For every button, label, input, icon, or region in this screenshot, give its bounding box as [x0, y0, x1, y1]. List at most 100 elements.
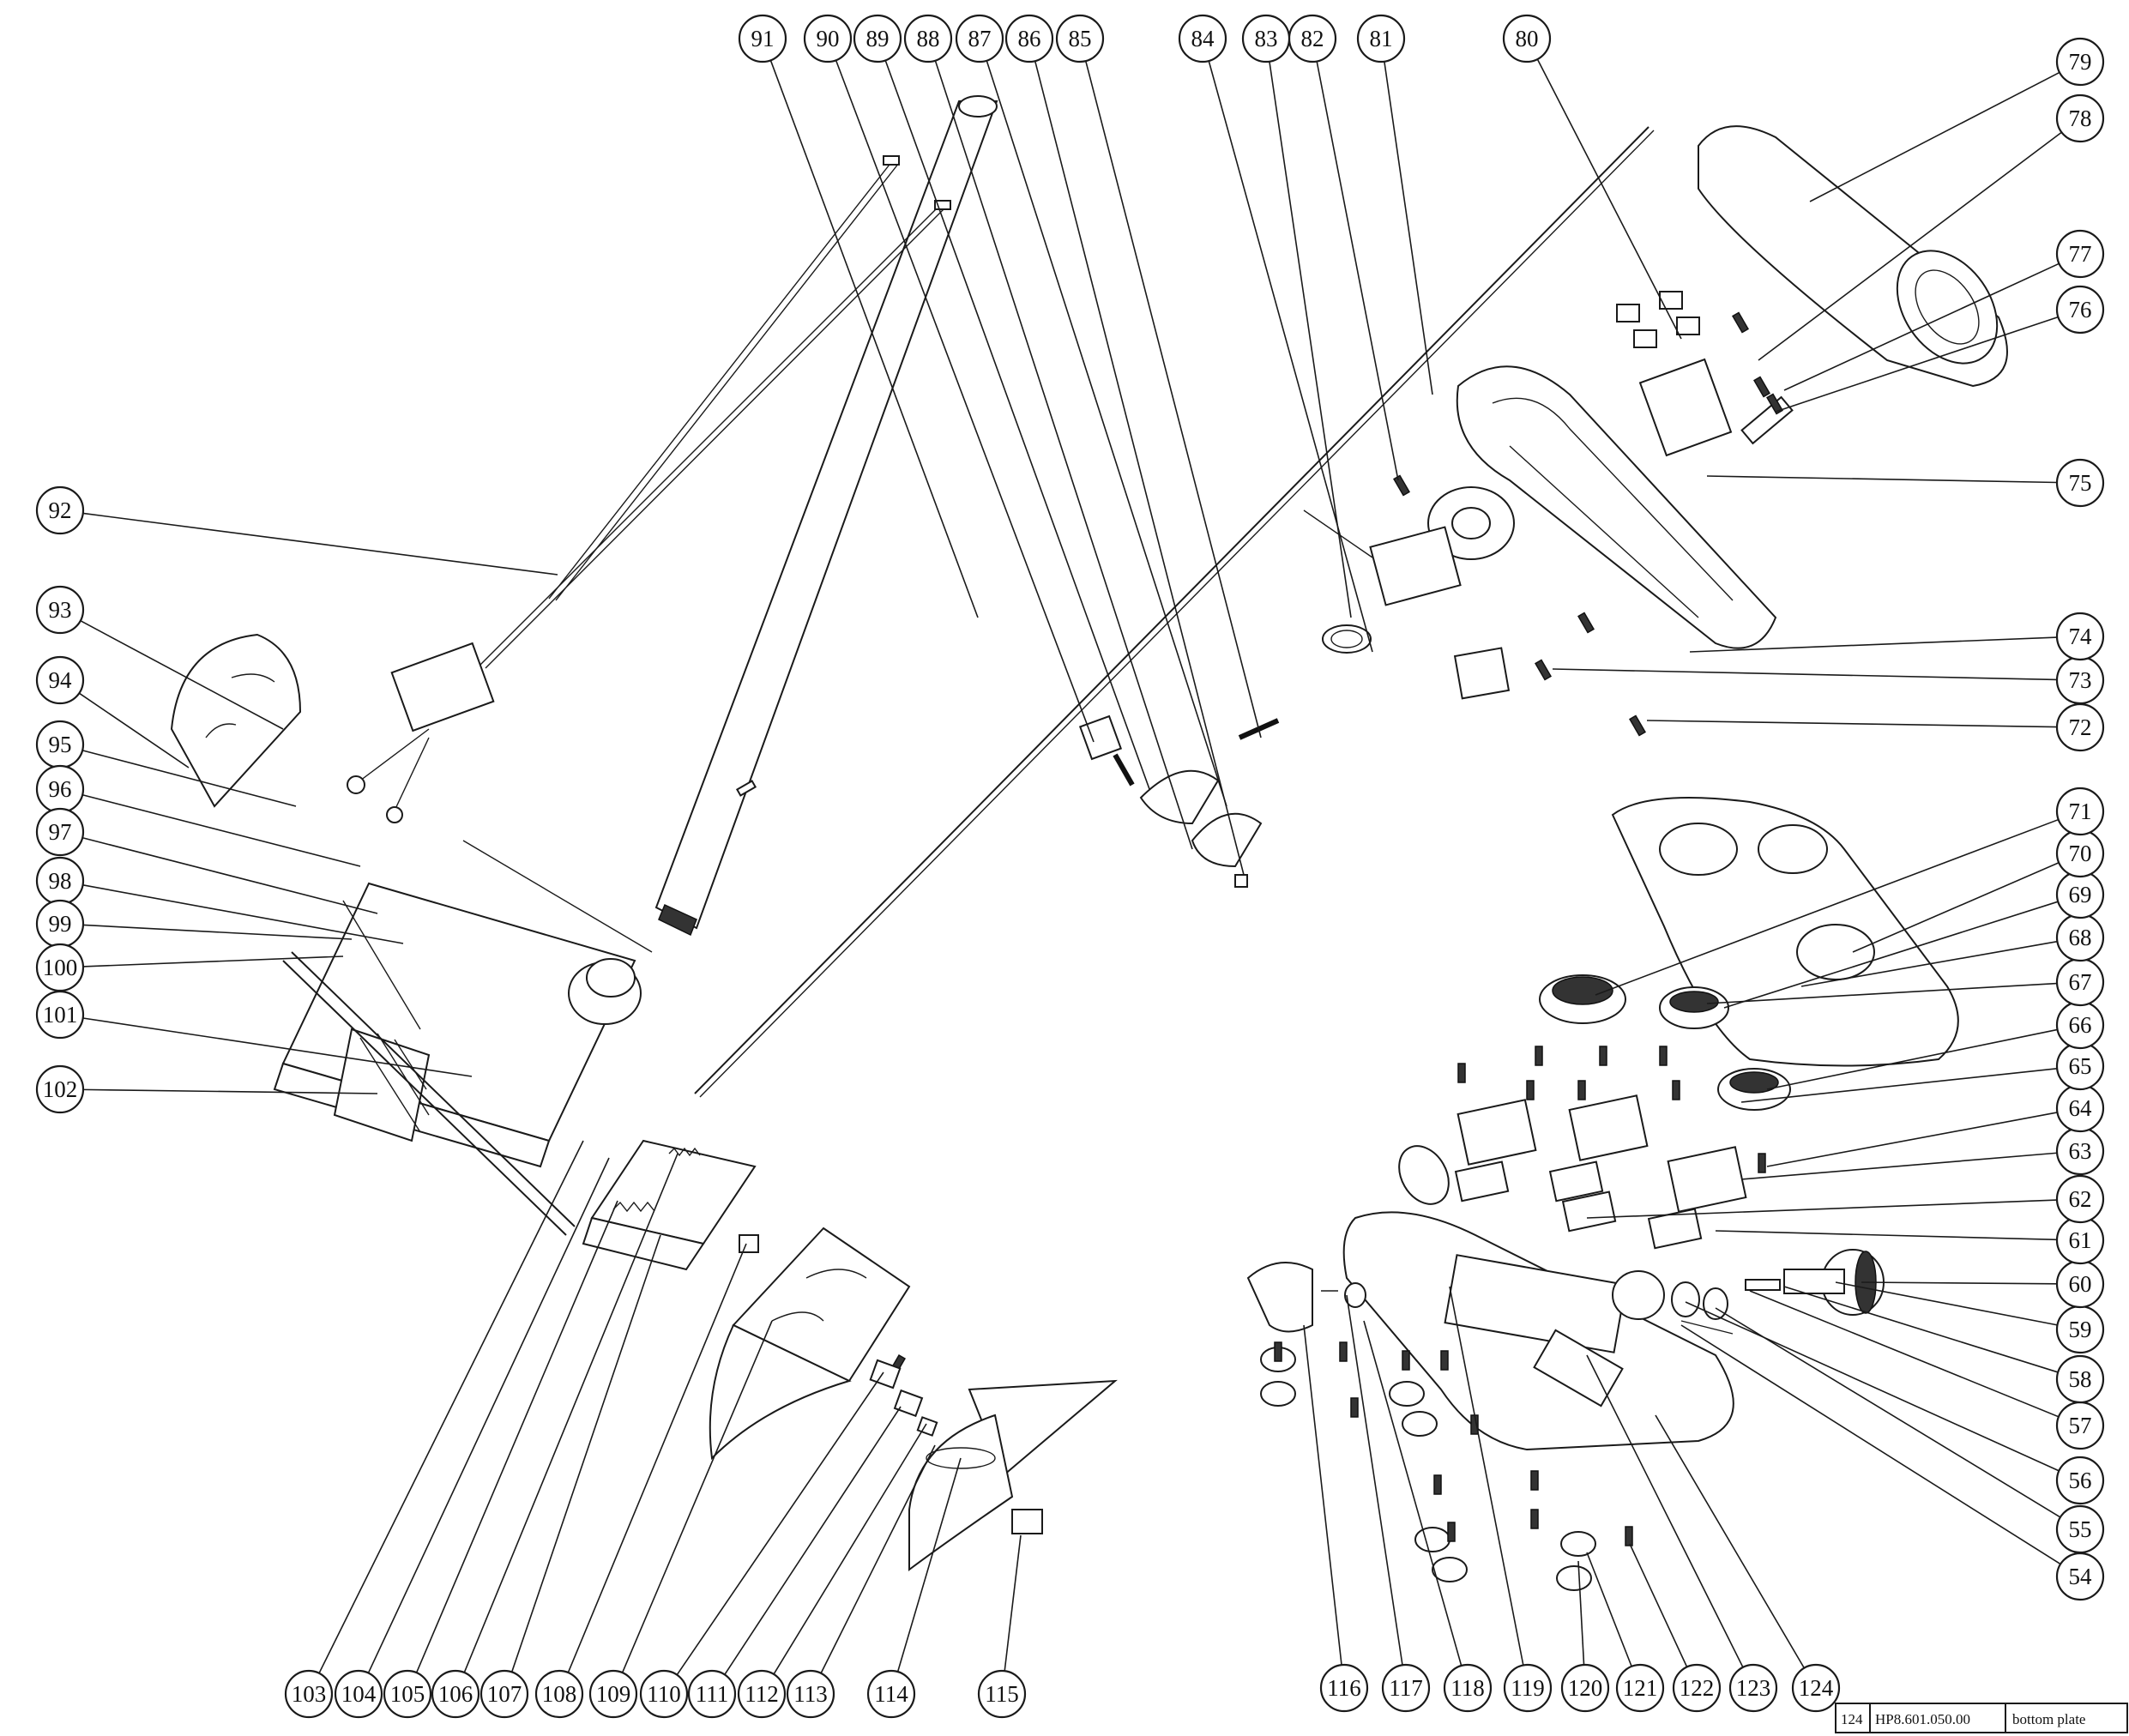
callout-circle: [588, 1669, 638, 1719]
cable-assembly-drawing: [347, 155, 951, 823]
callout-circle: [35, 1064, 85, 1114]
callout-89: 89: [853, 14, 902, 63]
callout-label: 75: [2069, 470, 2092, 496]
callout-105: 105: [383, 1669, 432, 1719]
callout-circle: [1791, 1663, 1841, 1713]
callout-label: 66: [2069, 1012, 2092, 1038]
leader-line-121: [1586, 1552, 1632, 1667]
leader-line-80: [1536, 58, 1682, 340]
leader-line-98: [82, 884, 404, 944]
callout-label: 71: [2069, 799, 2092, 824]
callout-label: 104: [341, 1681, 377, 1707]
callout-81: 81: [1356, 14, 1406, 63]
callout-84: 84: [1178, 14, 1227, 63]
callout-label: 82: [1301, 26, 1324, 51]
callout-58: 58: [2055, 1354, 2105, 1404]
callout-circle: [35, 485, 85, 535]
callout-circle: [2055, 1174, 2105, 1224]
callout-label: 85: [1069, 26, 1092, 51]
callout-79: 79: [2055, 37, 2105, 87]
callout-67: 67: [2055, 957, 2105, 1007]
callout-label: 109: [596, 1681, 631, 1707]
callout-circle: [1055, 14, 1105, 63]
callout-label: 105: [390, 1681, 425, 1707]
callout-104: 104: [334, 1669, 383, 1719]
leader-line-120: [1577, 1560, 1585, 1666]
clamp-drawing: [1078, 714, 1280, 888]
callout-label: 58: [2069, 1366, 2092, 1392]
callout-label: 106: [438, 1681, 473, 1707]
callout-68: 68: [2055, 913, 2105, 962]
callout-circle: [853, 14, 902, 63]
callout-85: 85: [1055, 14, 1105, 63]
callout-circle: [955, 14, 1004, 63]
leader-line-101: [82, 1017, 473, 1077]
callout-75: 75: [2055, 458, 2105, 508]
leader-line-94: [78, 692, 190, 769]
callout-label: 76: [2069, 297, 2092, 322]
callout-label: 62: [2069, 1186, 2092, 1212]
leader-line-113: [820, 1444, 936, 1674]
callout-label: 67: [2069, 969, 2092, 995]
armature-drawing: [282, 951, 576, 1236]
callout-92: 92: [35, 485, 85, 535]
head-assembly-drawing: [1303, 291, 1794, 700]
callout-label: 57: [2069, 1413, 2092, 1438]
callout-label: 74: [2069, 624, 2093, 649]
callout-label: 65: [2069, 1053, 2092, 1079]
leader-line-88: [934, 60, 1193, 850]
callout-115: 115: [977, 1669, 1027, 1719]
callout-label: 116: [1327, 1675, 1361, 1701]
leader-line-96: [81, 793, 361, 867]
callout-label: 91: [751, 26, 775, 51]
leader-line-82: [1316, 61, 1399, 481]
leader-line-57: [1749, 1290, 2060, 1418]
leader-line-74: [1689, 636, 2058, 653]
callout-label: 124: [1799, 1675, 1834, 1701]
callout-label: 90: [817, 26, 840, 51]
callout-112: 112: [737, 1669, 787, 1719]
callout-label: 117: [1389, 1675, 1423, 1701]
leader-line-78: [1758, 131, 2062, 361]
callout-circle: [1615, 1663, 1665, 1713]
callout-label: 81: [1370, 26, 1393, 51]
callout-70: 70: [2055, 829, 2105, 878]
callout-100: 100: [35, 943, 85, 992]
callout-90: 90: [803, 14, 853, 63]
callout-60: 60: [2055, 1259, 2105, 1309]
callout-label: 99: [49, 911, 72, 937]
callout-72: 72: [2055, 702, 2105, 752]
propeller-fin-drawing: [908, 1379, 1118, 1571]
callout-87: 87: [955, 14, 1004, 63]
leader-line-123: [1586, 1354, 1744, 1668]
callout-label: 83: [1255, 26, 1278, 51]
callout-123: 123: [1728, 1663, 1778, 1713]
leader-line-122: [1629, 1543, 1688, 1667]
switch-boxes-drawing: [1454, 1094, 1747, 1250]
leader-line-89: [884, 60, 1150, 790]
leader-line-83: [1269, 61, 1352, 618]
callout-96: 96: [35, 764, 85, 814]
callout-circle: [1356, 14, 1406, 63]
callout-label: 88: [917, 26, 940, 51]
leader-line-95: [81, 750, 297, 807]
callout-98: 98: [35, 856, 85, 906]
callout-73: 73: [2055, 655, 2105, 705]
callout-label: 113: [793, 1681, 828, 1707]
callout-label: 107: [487, 1681, 522, 1707]
leader-line-81: [1384, 61, 1433, 395]
leader-line-79: [1809, 71, 2060, 202]
callout-103: 103: [284, 1669, 334, 1719]
callout-circle: [534, 1669, 584, 1719]
leader-line-87: [986, 60, 1227, 807]
long-rod-drawing: [694, 126, 1650, 1094]
leader-line-92: [82, 512, 558, 576]
callout-label: 68: [2069, 925, 2092, 950]
leader-line-68: [1800, 940, 2058, 987]
leader-line-103: [318, 1140, 584, 1674]
callout-label: 95: [49, 732, 72, 757]
callout-109: 109: [588, 1669, 638, 1719]
callout-59: 59: [2055, 1305, 2105, 1354]
callout-circle: [1672, 1663, 1722, 1713]
